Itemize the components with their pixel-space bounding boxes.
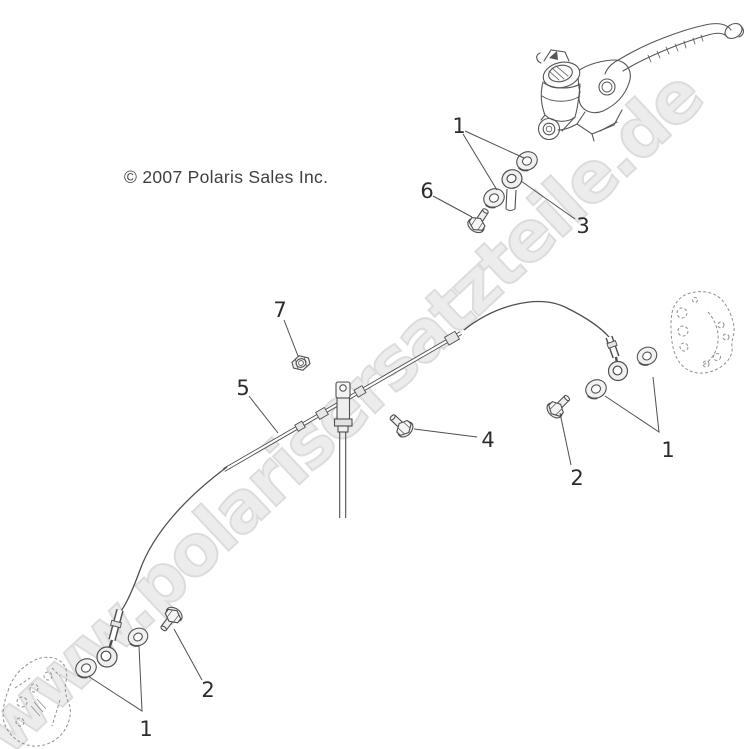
banjo-fitting-right xyxy=(607,360,629,382)
copyright-text: © 2007 Polaris Sales Inc. xyxy=(124,167,329,187)
callout-1-master: 1 xyxy=(452,114,466,138)
washer-left-b xyxy=(124,624,152,650)
banjo-fitting-left xyxy=(96,646,118,668)
line-band xyxy=(294,420,306,432)
leader-4 xyxy=(413,428,478,438)
callout-3: 3 xyxy=(576,214,590,238)
leader-1-top-b xyxy=(462,133,498,191)
leader-1-top-a xyxy=(464,130,525,159)
bolt-2-right xyxy=(543,390,575,422)
callout-2-left: 2 xyxy=(201,678,215,702)
vertical-hose xyxy=(339,432,347,518)
washer-left-a xyxy=(71,654,101,682)
right-brake-hose xyxy=(463,300,629,382)
leader-2-right xyxy=(559,412,572,466)
left-brake-hose xyxy=(96,466,228,668)
callout-4: 4 xyxy=(481,428,495,452)
reservoir xyxy=(536,49,581,132)
line-band xyxy=(353,385,367,398)
leader-2-left xyxy=(173,628,203,681)
leader-1-right xyxy=(604,376,660,434)
callout-6: 6 xyxy=(420,179,434,203)
line-end-fitting xyxy=(443,330,461,346)
callout-7: 7 xyxy=(273,298,287,322)
callout-2-right: 2 xyxy=(570,466,584,490)
leader-lines xyxy=(87,130,660,712)
washer-right-a xyxy=(633,343,661,369)
brake-lever xyxy=(619,22,744,72)
bolt-2-left xyxy=(155,603,186,636)
callout-1-left: 1 xyxy=(139,717,153,741)
bolt-6 xyxy=(464,204,495,237)
leader-1-left xyxy=(87,645,143,712)
left-caliper-drawing xyxy=(2,656,71,747)
bolt-4 xyxy=(384,409,417,441)
callout-1-right: 1 xyxy=(661,438,675,462)
callout-5: 5 xyxy=(236,376,250,400)
washer-right-b xyxy=(581,375,611,403)
leader-5 xyxy=(248,395,279,434)
leader-6 xyxy=(432,195,473,218)
right-caliper-drawing xyxy=(670,291,735,374)
master-cylinder-assembly xyxy=(536,22,744,142)
washer-top-a xyxy=(512,147,542,175)
leader-3 xyxy=(520,180,576,220)
banjo-fitting-top xyxy=(501,169,523,211)
washer-top-b xyxy=(479,184,509,212)
leader-7 xyxy=(283,319,299,357)
tee-fitting xyxy=(333,381,353,433)
line-band xyxy=(315,406,329,420)
flange-nut-7 xyxy=(291,355,311,371)
